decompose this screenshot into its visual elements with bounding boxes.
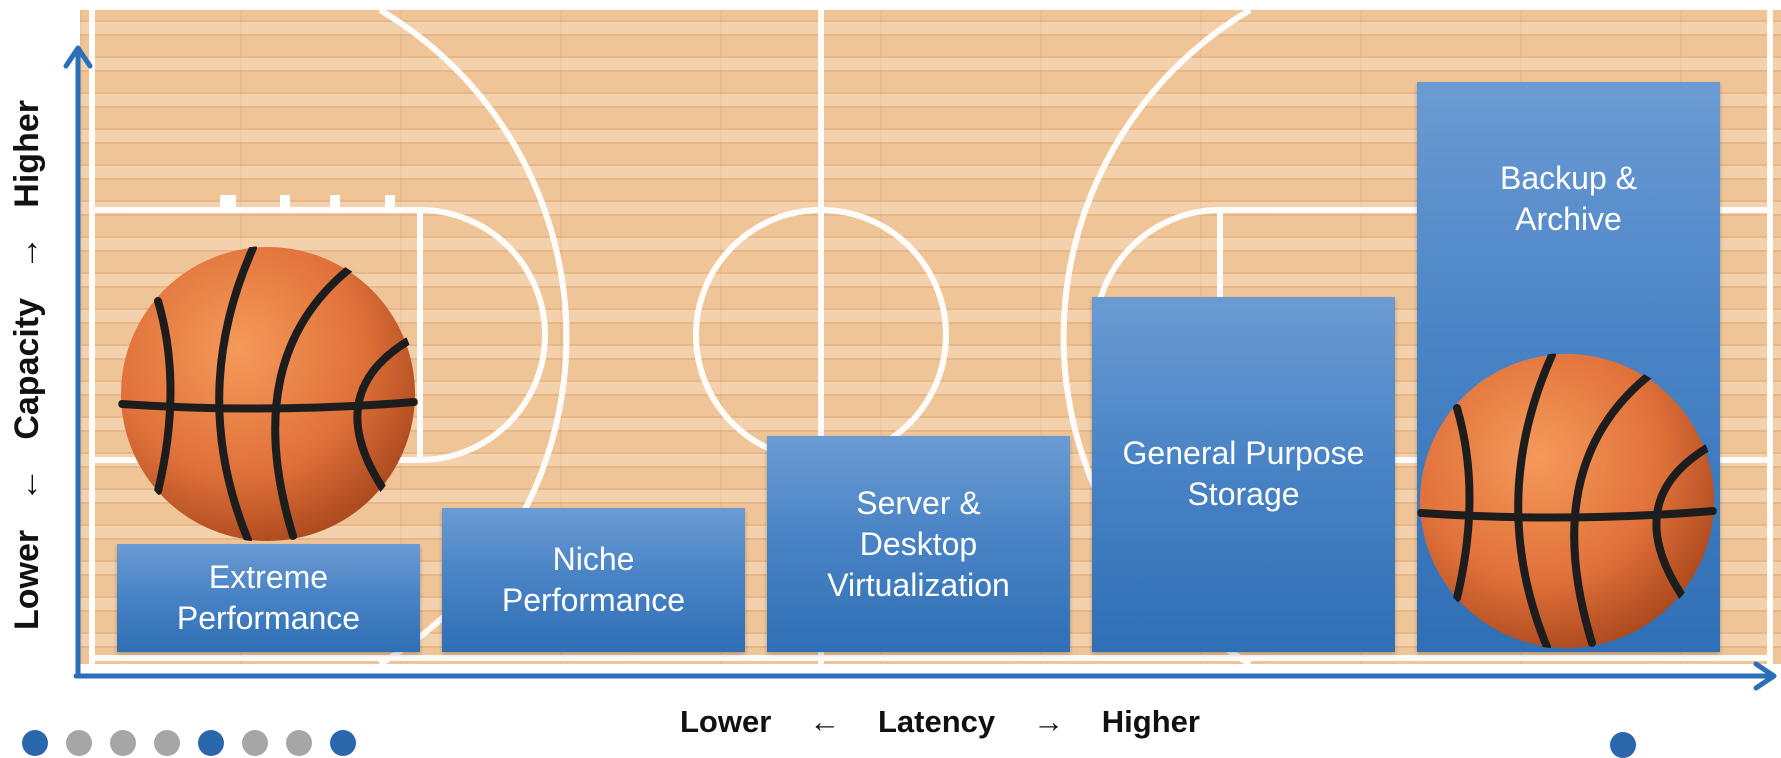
box-label: Niche Performance — [501, 541, 686, 618]
pager-dot[interactable] — [286, 730, 312, 756]
y-axis-name: Capacity — [7, 297, 46, 440]
x-axis-left-arrow-icon: ← — [809, 704, 841, 739]
box-general-purpose-storage: General Purpose Storage — [1092, 297, 1395, 652]
x-axis-arrowhead — [1753, 661, 1777, 691]
basketball-icon — [118, 246, 418, 542]
y-axis-high-label: Higher — [7, 100, 46, 208]
box-label: Backup & Archive — [1500, 160, 1637, 237]
pager-dot[interactable] — [330, 730, 356, 756]
pager-dot[interactable] — [66, 730, 92, 756]
corner-logo-icon — [1610, 732, 1636, 758]
box-server-desktop-virtualization: Server & Desktop Virtualization — [767, 436, 1070, 652]
pager-dot[interactable] — [198, 730, 224, 756]
box-label: Extreme Performance — [176, 559, 361, 636]
pager-dot[interactable] — [110, 730, 136, 756]
pager-dot[interactable] — [154, 730, 180, 756]
basketball-icon — [1417, 353, 1717, 649]
x-axis-high-label: Higher — [1101, 704, 1200, 739]
box-label: Server & Desktop Virtualization — [827, 484, 1010, 603]
slide-pager — [22, 730, 356, 756]
pager-dot[interactable] — [22, 730, 48, 756]
pager-dot[interactable] — [242, 730, 268, 756]
y-axis-label: Lower ← Capacity → Higher — [2, 100, 52, 630]
box-niche-performance: Niche Performance — [442, 508, 745, 652]
x-axis-right-arrow-icon: → — [1032, 704, 1064, 739]
y-axis-low-label: Lower — [7, 529, 46, 630]
y-axis-down-arrow-icon: ← — [7, 467, 46, 502]
box-extreme-performance: Extreme Performance — [117, 544, 420, 652]
x-axis-low-label: Lower — [680, 704, 772, 739]
x-axis-name: Latency — [877, 704, 996, 739]
box-label: General Purpose Storage — [1122, 435, 1365, 512]
y-axis-arrowhead — [63, 45, 93, 69]
x-axis-label: Lower ← Latency → Higher — [680, 700, 1200, 744]
y-axis-up-arrow-icon: → — [7, 235, 46, 270]
